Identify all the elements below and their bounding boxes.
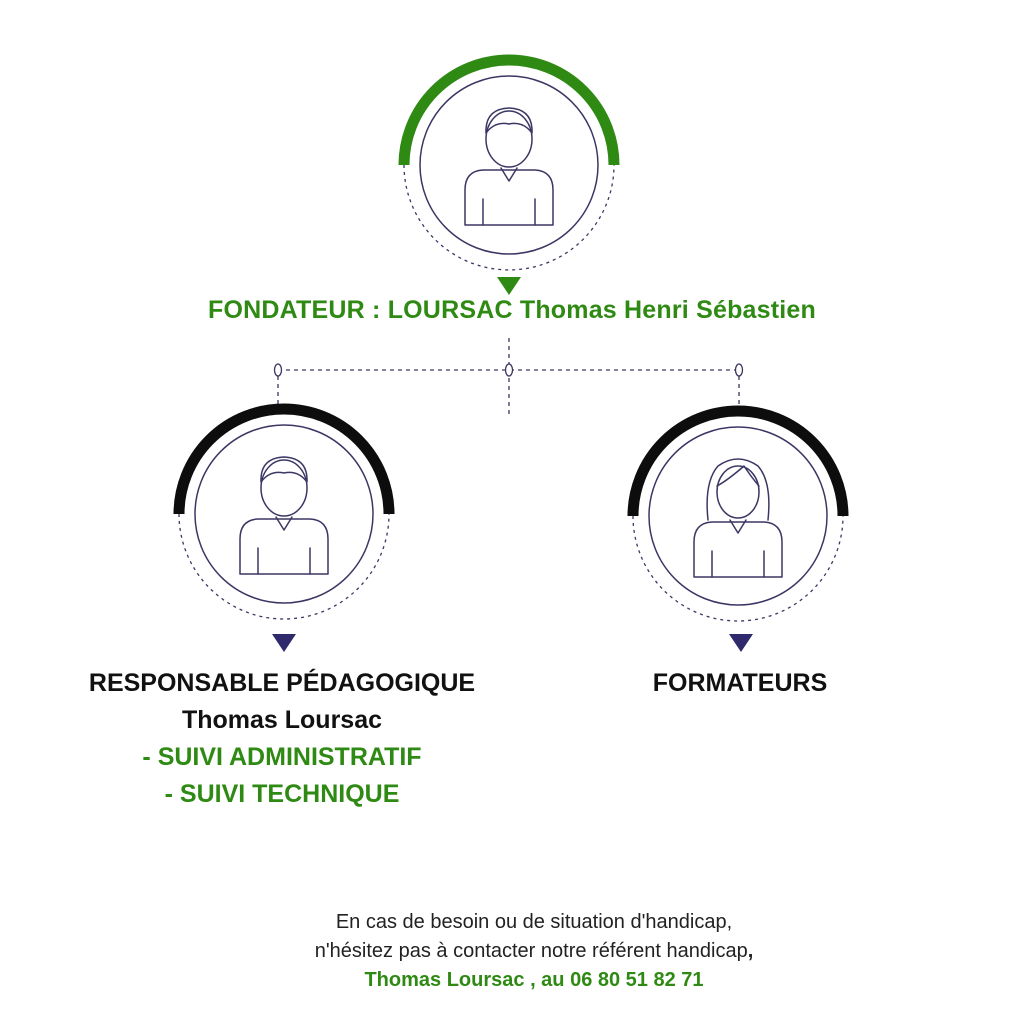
founder-node: [398, 54, 620, 295]
male-person-icon: [464, 107, 554, 226]
connector-lines: [277, 338, 740, 414]
footer-line-2-text: n'hésitez pas à contacter notre référent…: [314, 940, 748, 962]
responsable-dashed-ring: [178, 513, 390, 620]
formateurs-circle: [648, 426, 828, 606]
responsable-arc: [173, 403, 395, 515]
founder-title: FONDATEUR : LOURSAC Thomas Henri Sébasti…: [208, 296, 816, 324]
responsable-name: Thomas Loursac: [181, 706, 383, 734]
responsable-label-block: RESPONSABLE PÉDAGOGIQUE Thomas Loursac -…: [82, 665, 482, 813]
formateurs-title: FORMATEURS: [652, 669, 828, 697]
responsable-title: RESPONSABLE PÉDAGOGIQUE: [88, 669, 476, 697]
footer-line-1: En cas de besoin ou de situation d'handi…: [335, 911, 733, 933]
connector-nodes: [273, 363, 744, 377]
founder-dashed-ring: [403, 164, 615, 271]
formateurs-arrow: [729, 634, 753, 652]
left-node: [273, 363, 283, 377]
responsable-task-tech: - SUIVI TECHNIQUE: [164, 780, 400, 808]
founder-arrow: [497, 277, 521, 295]
right-node: [734, 363, 744, 377]
responsable-circle: [194, 424, 374, 604]
founder-circle: [419, 75, 599, 255]
male-person-icon: [239, 456, 329, 575]
center-node: [504, 363, 514, 377]
footer-contact: Thomas Loursac , au 06 80 51 82 71: [364, 969, 704, 991]
formateurs-dashed-ring: [632, 515, 844, 622]
footer-note: En cas de besoin ou de situation d'handi…: [254, 908, 814, 995]
formateurs-node: [627, 405, 849, 652]
female-person-icon: [693, 458, 783, 578]
responsable-node: [173, 403, 395, 652]
footer-line-2: n'hésitez pas à contacter notre référent…: [254, 937, 814, 966]
responsable-arrow: [272, 634, 296, 652]
formateurs-arc: [627, 405, 849, 517]
footer-line-2-punct: ,: [747, 940, 754, 962]
founder-arc: [398, 54, 620, 166]
responsable-task-admin: - SUIVI ADMINISTRATIF: [142, 743, 422, 771]
